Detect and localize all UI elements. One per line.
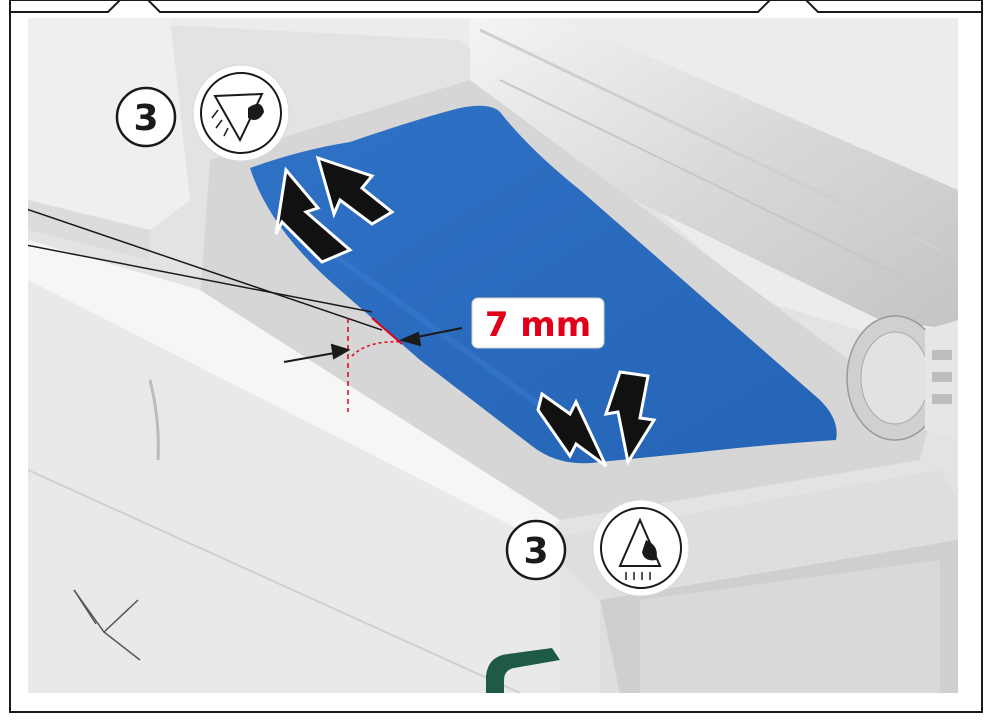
press-arrows-top xyxy=(274,155,395,264)
left-rail xyxy=(28,240,560,693)
inspect-eye-icon-top xyxy=(192,64,290,162)
leader-lines xyxy=(28,208,383,331)
arrow-icon xyxy=(603,370,657,467)
arrow-icon xyxy=(274,166,353,264)
green-trim xyxy=(486,648,560,693)
step-badge-bottom: 3 xyxy=(505,519,567,581)
dimension-arrows xyxy=(283,327,463,363)
figure-frame xyxy=(9,0,983,713)
dimension-value: 7 mm xyxy=(485,305,591,345)
step-badge-top: 3 xyxy=(115,86,177,148)
dimension-label: 7 mm xyxy=(471,297,605,349)
step-number: 3 xyxy=(523,531,548,572)
arrow-icon xyxy=(536,391,608,468)
roller-body xyxy=(470,18,958,330)
roller-end-cap xyxy=(846,315,958,441)
axis-symbol xyxy=(73,589,141,661)
inspect-eye-icon-bottom xyxy=(592,499,690,597)
arrow-icon xyxy=(315,155,395,226)
step-number: 3 xyxy=(133,98,158,139)
left-block xyxy=(28,18,190,230)
dimension-marker xyxy=(347,317,403,412)
render-panel xyxy=(28,18,958,693)
press-arrows-bottom xyxy=(536,370,657,468)
blue-tape xyxy=(250,105,837,464)
